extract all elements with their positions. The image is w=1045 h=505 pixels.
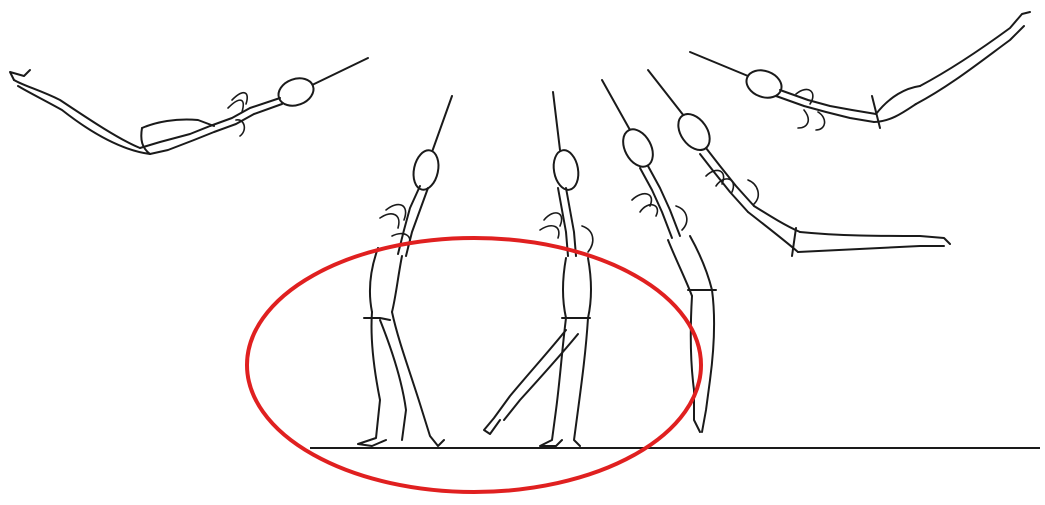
highlight-circle [247, 238, 701, 492]
gymnast-figure-3 [484, 92, 593, 446]
gymnast-figure-2 [358, 96, 452, 446]
gymnast-figure-1 [10, 58, 368, 154]
gymnast-figure-5 [648, 70, 950, 256]
gymnast-figure-6 [690, 12, 1030, 130]
